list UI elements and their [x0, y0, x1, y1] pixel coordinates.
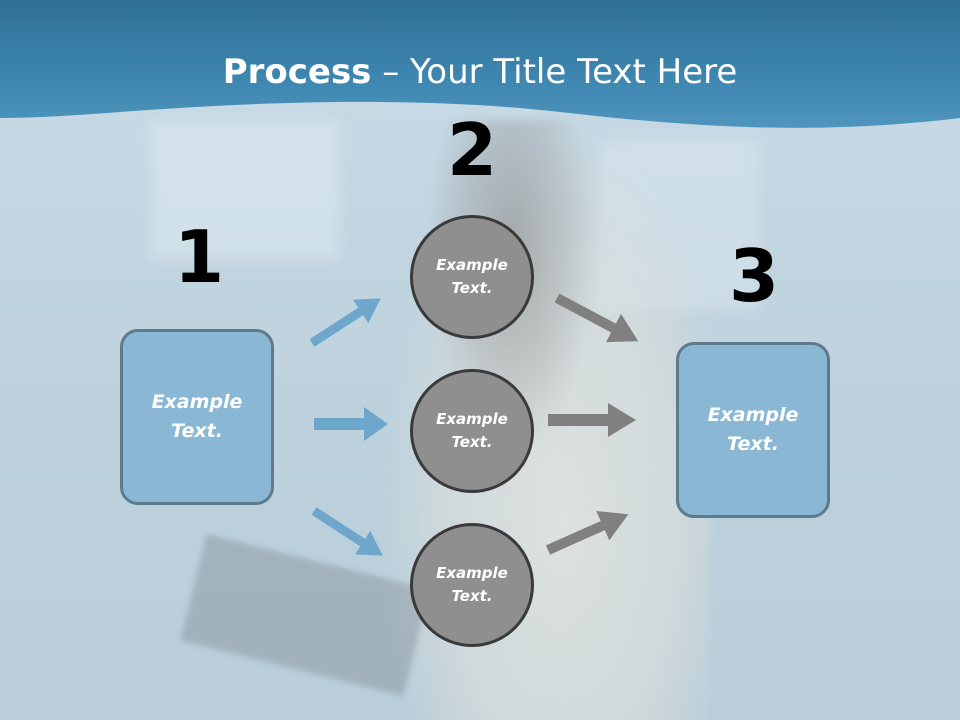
arrow-right-icon [314, 407, 388, 441]
step-3-box: Example Text. [676, 342, 830, 518]
arrow-right-icon [545, 510, 629, 555]
arrow-right-icon [311, 507, 383, 556]
step-number-2: 2 [446, 108, 498, 192]
arrow-right-icon [554, 293, 639, 343]
title-rest: – Your Title Text Here [371, 52, 738, 92]
page-title: Process – Your Title Text Here [0, 52, 960, 92]
circle-bottom-text: Example Text. [436, 564, 508, 605]
arrow-right-icon [548, 403, 636, 437]
step-1-box: Example Text. [120, 329, 274, 505]
header-band [0, 0, 960, 128]
step-2-circle-top: Example Text. [410, 215, 534, 339]
title-bold: Process [222, 52, 372, 92]
circle-middle-text: Example Text. [436, 410, 508, 451]
step-2-circle-middle: Example Text. [410, 369, 534, 493]
step-2-circle-bottom: Example Text. [410, 523, 534, 647]
step-1-box-text: Example Text. [151, 391, 243, 442]
background-photo-window [150, 120, 340, 260]
circle-top-text: Example Text. [436, 256, 508, 297]
step-number-1: 1 [173, 215, 225, 299]
step-3-box-text: Example Text. [707, 404, 799, 455]
step-number-3: 3 [728, 234, 780, 318]
arrow-right-icon [309, 298, 381, 347]
